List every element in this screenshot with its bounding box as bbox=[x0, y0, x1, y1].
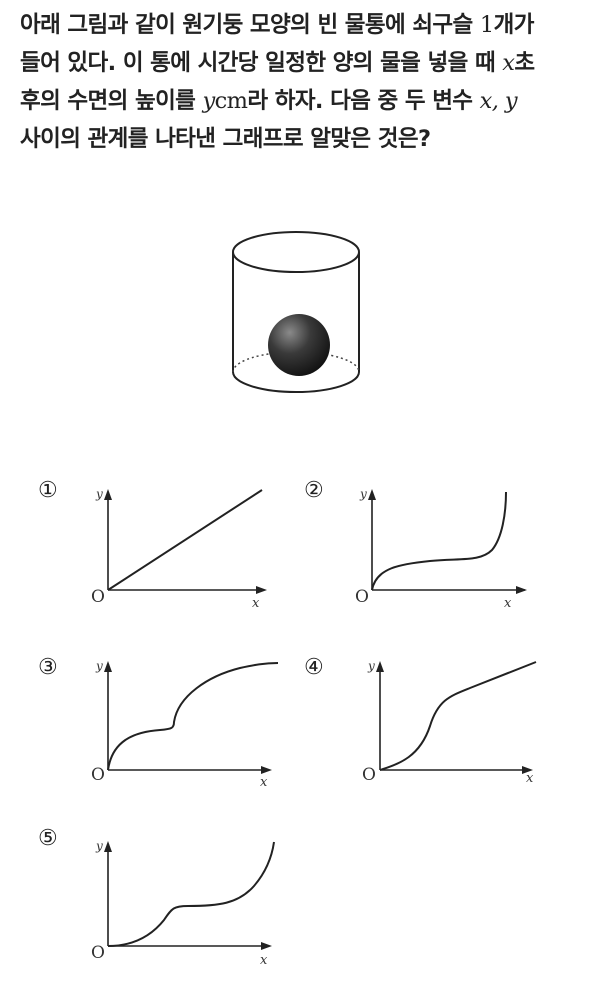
variable-y: y bbox=[202, 88, 216, 114]
variable-x: x bbox=[502, 50, 515, 76]
origin-label: O bbox=[91, 943, 105, 963]
cylinder-top-rim bbox=[232, 231, 360, 273]
graph-curve bbox=[371, 491, 507, 591]
y-axis-label: y bbox=[95, 487, 103, 501]
choice-3-number[interactable]: ③ bbox=[38, 655, 58, 680]
y-axis-arrow bbox=[368, 489, 376, 500]
choice-5-number[interactable]: ⑤ bbox=[38, 826, 58, 851]
x-axis-arrow bbox=[516, 586, 527, 594]
choice-4-number[interactable]: ④ bbox=[304, 655, 324, 680]
variables-xy: x, y bbox=[479, 88, 518, 114]
x-axis-label: x bbox=[260, 775, 268, 786]
question-line-1-text: 아래 그림과 같이 원기둥 모양의 빈 물통에 쇠구슬 bbox=[20, 12, 480, 38]
x-axis-label: x bbox=[252, 596, 260, 611]
cylinder-figure bbox=[232, 231, 360, 393]
graph-choice-1[interactable]: O y x bbox=[88, 484, 278, 614]
y-axis-arrow bbox=[104, 841, 112, 852]
question-line-2-text: 들어 있다. 이 통에 시간당 일정한 양의 물을 넣을 때 bbox=[20, 50, 503, 76]
unit-cm: cm bbox=[214, 88, 248, 114]
question-line-4: 사이의 관계를 나타낸 그래프로 알맞은 것은? bbox=[20, 126, 431, 152]
cylinder-bottom-front bbox=[232, 371, 360, 393]
x-axis-arrow bbox=[256, 586, 267, 594]
choice-1-number[interactable]: ① bbox=[38, 478, 58, 503]
question-line-2: 들어 있다. 이 통에 시간당 일정한 양의 물을 넣을 때 x초 bbox=[20, 44, 590, 82]
y-axis-label: y bbox=[367, 659, 375, 673]
origin-label: O bbox=[91, 765, 105, 785]
x-axis-arrow bbox=[522, 766, 533, 774]
graph-choice-4[interactable]: O y x bbox=[340, 656, 540, 786]
x-axis-label: x bbox=[504, 596, 512, 611]
graph-curve bbox=[379, 661, 537, 771]
iron-ball bbox=[268, 314, 330, 376]
y-axis-arrow bbox=[104, 489, 112, 500]
cylinder-bottom-back bbox=[232, 351, 360, 373]
graph-choice-3[interactable]: O y x bbox=[88, 656, 278, 786]
choice-2-number[interactable]: ② bbox=[304, 478, 324, 503]
graph-curve bbox=[107, 841, 275, 947]
origin-label: O bbox=[362, 765, 376, 785]
y-axis-label: y bbox=[359, 487, 367, 501]
question-line-2-end: 초 bbox=[514, 50, 535, 76]
question-text: 아래 그림과 같이 원기둥 모양의 빈 물통에 쇠구슬 1개가 들어 있다. 이… bbox=[20, 6, 590, 158]
origin-label: O bbox=[355, 587, 369, 607]
question-line-1-end: 개가 bbox=[493, 12, 535, 38]
origin-label: O bbox=[91, 587, 105, 607]
y-axis-arrow bbox=[104, 661, 112, 672]
question-line-3-mid: 라 하자. 다음 중 두 변수 bbox=[247, 88, 480, 114]
question-line-3: 후의 수면의 높이를 ycm라 하자. 다음 중 두 변수 x, y bbox=[20, 82, 590, 120]
marble-count: 1 bbox=[479, 12, 494, 38]
graph-choice-2[interactable]: O y x bbox=[340, 484, 530, 614]
question-line-3-text: 후의 수면의 높이를 bbox=[20, 88, 203, 114]
x-axis-label: x bbox=[526, 771, 534, 786]
graph-curve bbox=[107, 489, 263, 591]
y-axis-arrow bbox=[376, 661, 384, 672]
y-axis-label: y bbox=[95, 839, 103, 853]
x-axis-arrow bbox=[261, 942, 272, 950]
graph-choice-5[interactable]: O y x bbox=[88, 836, 278, 966]
graph-curve bbox=[107, 662, 278, 771]
y-axis-label: y bbox=[95, 659, 103, 673]
question-line-1: 아래 그림과 같이 원기둥 모양의 빈 물통에 쇠구슬 1개가 bbox=[20, 6, 590, 44]
x-axis-arrow bbox=[261, 766, 272, 774]
x-axis-label: x bbox=[260, 953, 268, 966]
